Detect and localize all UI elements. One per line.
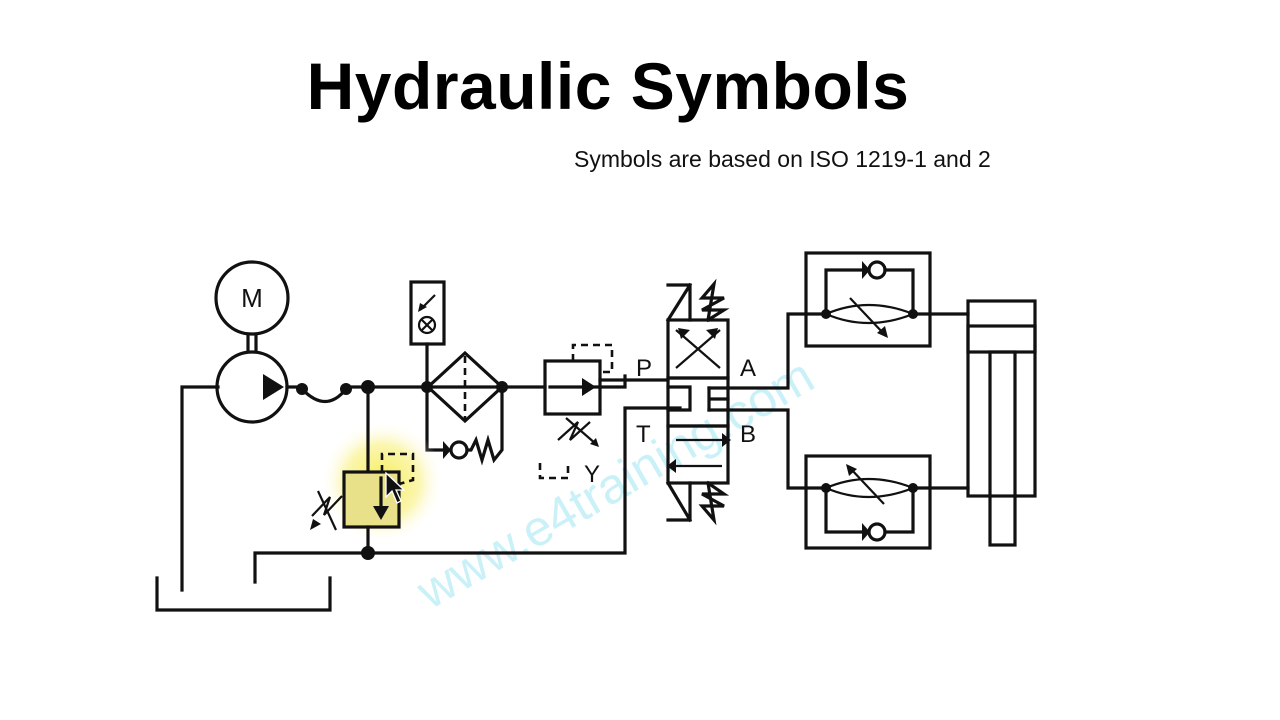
port-a-label: A — [740, 355, 756, 382]
directional-control-valve-symbol[interactable] — [665, 278, 731, 526]
tank-symbol — [155, 576, 332, 612]
filter-symbol — [425, 350, 505, 424]
hydraulic-pump-symbol — [215, 350, 289, 424]
pressure-reducing-valve-symbol: Y — [538, 343, 670, 488]
port-t-label: T — [636, 421, 651, 448]
mouse-cursor-icon — [385, 471, 406, 504]
page-title: Hydraulic Symbols — [306, 49, 910, 123]
page-subtitle: Symbols are based on ISO 1219-1 and 2 — [574, 146, 991, 172]
electric-motor-symbol: M — [214, 260, 290, 354]
hydraulic-cylinder-symbol — [966, 299, 1037, 547]
port-b-label: B — [740, 421, 756, 448]
pressure-line — [285, 380, 547, 404]
motor-label: M — [241, 283, 263, 313]
port-y-label: Y — [584, 461, 600, 488]
pressure-relief-valve-symbol[interactable] — [310, 385, 444, 560]
port-p-label: P — [636, 355, 652, 382]
flow-control-valve-upper — [804, 251, 970, 348]
clogging-indicator-symbol — [409, 280, 446, 389]
flow-control-valve-lower — [804, 454, 970, 550]
